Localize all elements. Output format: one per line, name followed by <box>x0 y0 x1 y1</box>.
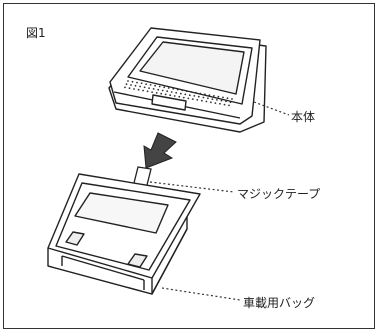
grille-dot <box>172 87 175 90</box>
grille-dot <box>145 83 148 85</box>
grille-dot <box>173 95 176 97</box>
grille-dot <box>194 91 197 94</box>
speaker-grille <box>124 80 233 107</box>
grille-dot <box>188 94 191 97</box>
grille-dot <box>125 83 128 86</box>
figure-illustration <box>47 27 290 301</box>
grille-dot <box>193 95 196 97</box>
grille-dot <box>226 97 229 100</box>
grille-dot <box>175 91 178 94</box>
figure-label: 図1 <box>26 26 46 40</box>
grille-dot <box>213 95 215 97</box>
grille-dot <box>204 93 206 96</box>
grille-dot <box>184 93 187 96</box>
grille-dot <box>169 94 172 97</box>
grille-dot <box>210 101 212 104</box>
grille-dot <box>179 92 182 95</box>
grille-dot <box>142 89 145 92</box>
grille-dot <box>167 87 170 89</box>
grille-dot <box>229 101 232 104</box>
grille-dot <box>143 86 146 89</box>
leader-lines <box>149 101 290 301</box>
device-unit <box>108 27 267 133</box>
figure-frame: 図1 <box>3 3 375 329</box>
grille-dot <box>222 96 224 99</box>
grille-dot <box>220 99 223 102</box>
grille-dot <box>139 85 142 88</box>
grille-dot <box>124 86 126 89</box>
grille-dot <box>160 92 163 95</box>
grille-dot <box>190 91 193 93</box>
grille-dot <box>211 98 214 100</box>
grille-dot <box>128 87 131 90</box>
grille-dot <box>201 99 203 102</box>
grille-dot <box>151 91 154 93</box>
grille-dot <box>228 104 230 107</box>
grille-dot <box>207 97 209 100</box>
grille-dot <box>223 103 226 106</box>
grille-dot <box>146 90 149 93</box>
callout-bag: 車載用バッグ <box>243 296 316 310</box>
grille-dot <box>199 92 202 95</box>
grille-dot <box>148 87 151 89</box>
grille-dot <box>196 99 199 101</box>
grille-dot <box>185 90 188 93</box>
grille-dot <box>197 95 200 98</box>
grille-dot <box>187 97 190 100</box>
grille-dot <box>182 96 185 99</box>
callout-device: 本体 <box>291 110 316 124</box>
car-bag <box>47 173 201 295</box>
grille-dot <box>208 94 211 96</box>
grille-dot <box>164 93 167 96</box>
grille-dot <box>133 88 135 90</box>
grille-dot <box>219 102 221 105</box>
grille-dot <box>216 99 218 101</box>
grille-dot <box>154 84 157 87</box>
grille-dot <box>214 102 217 104</box>
grille-dot <box>163 86 166 89</box>
grille-dot <box>127 80 129 82</box>
grille-dot <box>158 85 161 88</box>
grille-dot <box>136 81 138 84</box>
insert-arrow-icon <box>143 132 177 169</box>
grille-dot <box>134 84 137 87</box>
grille-dot <box>166 90 169 93</box>
grille-dot <box>191 98 194 100</box>
grille-dot <box>149 84 152 86</box>
grille-dot <box>202 96 205 99</box>
grille-dot <box>140 82 143 85</box>
grille-dot <box>170 91 173 93</box>
grille-dot <box>137 88 140 91</box>
grille-dot <box>130 84 132 86</box>
grille-dot <box>217 95 220 98</box>
grille-dot <box>178 95 181 98</box>
grille-dot <box>155 92 158 94</box>
grille-dot <box>225 100 227 103</box>
grille-dot <box>152 88 155 90</box>
callout-velcro: マジックテープ <box>237 187 321 201</box>
grille-dot <box>176 88 179 91</box>
grille-dot <box>181 89 184 92</box>
grille-dot <box>161 89 164 92</box>
grille-dot <box>231 98 233 100</box>
grille-dot <box>131 80 134 83</box>
grille-dot <box>205 100 208 103</box>
grille-dot <box>157 88 160 91</box>
